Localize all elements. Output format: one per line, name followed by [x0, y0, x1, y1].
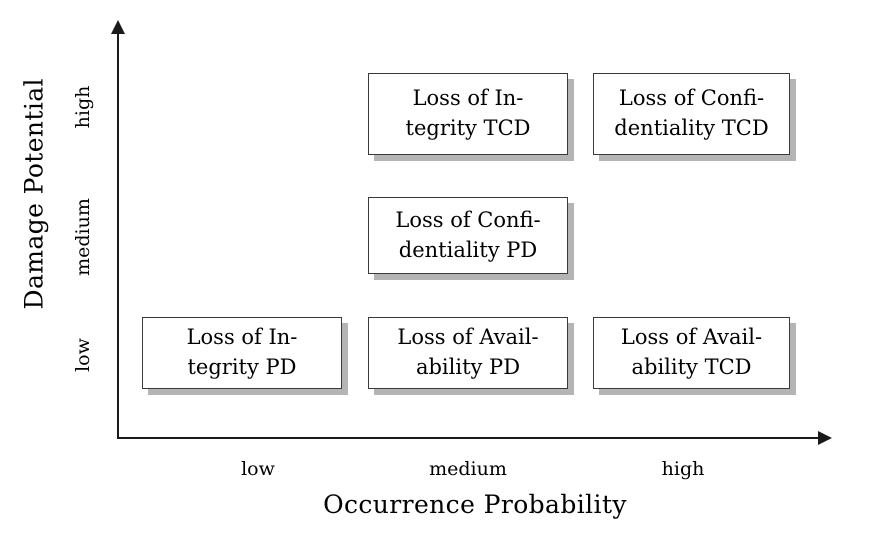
x-axis-tick-low: low [241, 458, 275, 480]
risk-cell-line-2: ability PD [415, 355, 521, 379]
x-axis-title: Occurrence Probability [323, 490, 627, 519]
risk-cell-line-2: tegrity PD [187, 355, 297, 379]
risk-cell-line-2: dentiality TCD [614, 116, 769, 140]
risk-cell-confidentiality-pd[interactable]: Loss of Confi- dentiality PD [368, 197, 568, 274]
risk-cell-line-1: Loss of In- [186, 325, 298, 350]
risk-cell-confidentiality-tcd[interactable]: Loss of Confi- dentiality TCD [593, 73, 790, 155]
y-axis-tick-low: low [72, 338, 94, 372]
y-axis-tick-high: high [72, 85, 94, 129]
risk-cell-availability-pd[interactable]: Loss of Avail- ability PD [368, 317, 568, 389]
y-axis-arrow-icon [111, 20, 125, 34]
risk-cell-line-1: Loss of Avail- [620, 325, 763, 350]
risk-cell-line-1: Loss of In- [412, 86, 524, 111]
risk-cell-line-2: dentiality PD [398, 237, 538, 262]
x-axis-line [117, 437, 823, 439]
y-axis-tick-medium: medium [72, 198, 94, 276]
x-axis-tick-medium: medium [429, 458, 507, 480]
risk-cell-line-2: tegrity TCD [405, 116, 531, 140]
risk-cell-line-1: Loss of Confi- [618, 86, 765, 111]
y-axis-title: Damage Potential [19, 78, 49, 310]
risk-cell-availability-tcd[interactable]: Loss of Avail- ability TCD [593, 317, 790, 389]
risk-cell-line-2: ability TCD [631, 355, 752, 379]
risk-cell-integrity-pd[interactable]: Loss of In- tegrity PD [142, 317, 342, 389]
x-axis-tick-high: high [661, 458, 705, 480]
risk-cell-line-1: Loss of Avail- [397, 325, 539, 350]
y-axis-line [117, 30, 119, 439]
risk-cell-line-1: Loss of Confi- [395, 207, 541, 232]
risk-cell-integrity-tcd[interactable]: Loss of In- tegrity TCD [368, 73, 568, 155]
x-axis-arrow-icon [818, 431, 832, 445]
